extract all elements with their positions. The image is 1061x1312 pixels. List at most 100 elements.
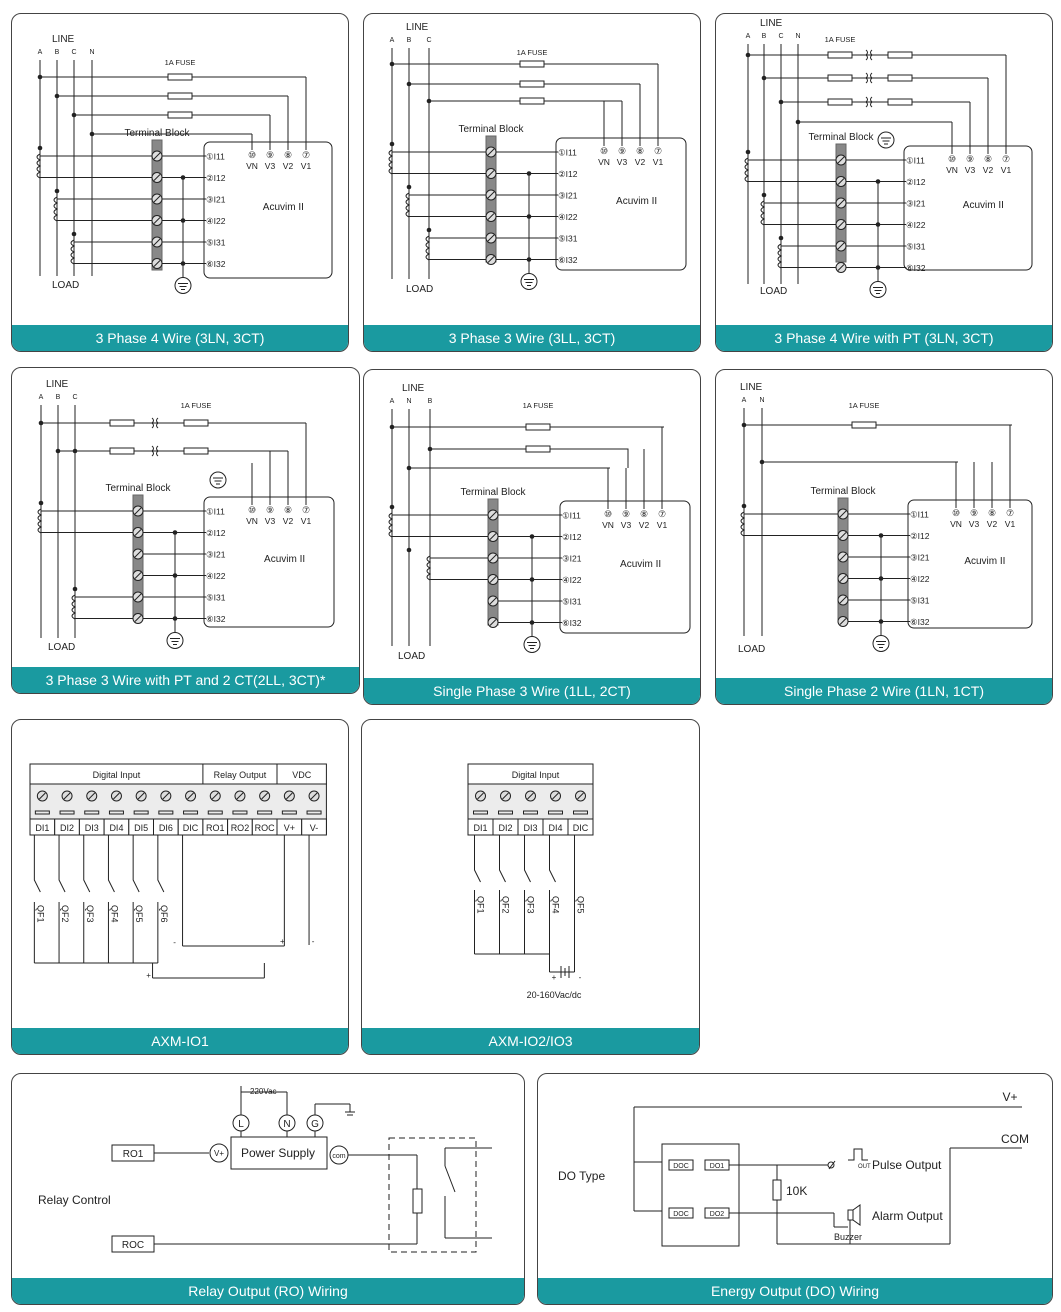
junction-dot	[54, 188, 60, 194]
screw-icon	[153, 238, 161, 246]
pt-icon	[865, 72, 868, 84]
phase-label: A	[746, 33, 751, 40]
screw-icon	[113, 792, 120, 800]
screw-icon	[153, 195, 161, 203]
group-label: Relay Output	[214, 770, 267, 780]
switch-wire	[524, 835, 531, 883]
switch-label: QF6	[159, 905, 169, 923]
load-label: LOAD	[398, 651, 425, 662]
current-terminal-label: ③I21	[206, 195, 226, 205]
voltage-label: V2	[635, 157, 646, 167]
current-terminal-label: ④I22	[206, 571, 226, 581]
current-terminal-label: ②I12	[562, 532, 582, 542]
terminal-slot	[498, 810, 513, 815]
group-label: VDC	[292, 770, 312, 780]
alarm-output-label: Alarm Output	[872, 1209, 943, 1223]
voltage-label: V1	[301, 516, 312, 526]
voltage-label: V1	[301, 161, 312, 171]
voltage-terminal: ⑩	[248, 505, 256, 515]
terminal-block-label: Terminal Block	[808, 132, 874, 143]
ro1-label: RO1	[123, 1149, 144, 1160]
screw-icon	[162, 792, 170, 800]
terminal-G-label: G	[311, 1119, 319, 1130]
meter-name: Acuvim II	[964, 556, 1005, 567]
current-terminal-label: ①I11	[206, 507, 225, 517]
screw-icon	[837, 264, 845, 271]
meter-box	[559, 500, 691, 634]
ct-coil-icon	[777, 243, 783, 269]
voltage-label: V2	[639, 520, 650, 530]
screw-icon	[502, 792, 509, 800]
fuse-icon	[109, 447, 135, 455]
screw-icon	[153, 174, 161, 181]
wire	[828, 1160, 836, 1170]
fuse-icon	[525, 445, 551, 453]
ct-coil-icon	[405, 192, 411, 218]
terminal-block-label: Terminal Block	[810, 486, 876, 497]
fuse-label: 1A FUSE	[849, 401, 880, 410]
ground-icon	[869, 281, 887, 298]
voltage-terminal: ⑧	[284, 505, 292, 515]
phase-label: C	[71, 49, 76, 56]
meter-box	[907, 499, 1033, 629]
switch-wire	[58, 835, 66, 893]
switch-wire	[107, 835, 115, 893]
terminal-slot	[257, 810, 273, 815]
pt-icon	[156, 417, 159, 429]
pt-icon	[151, 417, 154, 429]
switch-label: QF1	[476, 896, 486, 914]
terminal-slot	[133, 810, 149, 815]
current-terminal-label: ②I12	[206, 173, 226, 183]
ct-coil-icon	[36, 153, 42, 179]
screw-icon	[211, 792, 219, 800]
current-terminal-label: ②I12	[906, 177, 926, 187]
fuse-icon	[519, 60, 545, 68]
fuse-icon	[167, 73, 193, 81]
terminal-label: DIC	[573, 823, 589, 833]
pt-icon	[870, 96, 873, 108]
buzzer-icon	[852, 1204, 861, 1226]
screw-icon	[153, 152, 161, 160]
voltage-label: V3	[965, 165, 976, 175]
current-terminal-label: ①I11	[910, 510, 929, 520]
voltage-terminal: ⑧	[636, 146, 644, 156]
current-terminal-label: ④I22	[910, 574, 930, 584]
line-label: LINE	[46, 379, 69, 390]
terminal-slot	[34, 810, 50, 815]
pulse-icon	[848, 1148, 868, 1161]
do-module-box	[661, 1143, 740, 1247]
phase-label: B	[56, 394, 61, 401]
screw-icon	[88, 792, 96, 800]
junction-dot	[180, 218, 186, 223]
phase-label: A	[742, 397, 747, 404]
buzzer-icon	[847, 1209, 854, 1221]
buzzer-label: Buzzer	[834, 1232, 862, 1242]
junction-dot	[741, 503, 747, 509]
terminal-L-label: L	[238, 1119, 244, 1130]
line-label: LINE	[760, 18, 783, 29]
screw-icon	[38, 792, 46, 800]
minus-sign: -	[579, 973, 582, 982]
terminal-label: V-	[310, 823, 319, 833]
current-terminal-label: ①I11	[906, 156, 925, 166]
power-supply-box	[230, 1136, 328, 1170]
terminal-slot	[59, 810, 75, 815]
voltage-terminal: ⑧	[640, 509, 648, 519]
screw-icon	[137, 792, 145, 800]
terminal-block-label: Terminal Block	[460, 487, 526, 498]
terminal-label: DI1	[35, 823, 49, 833]
screw-icon	[839, 575, 847, 582]
panel-caption: Relay Output (RO) Wiring	[12, 1278, 524, 1304]
current-terminal-label: ③I21	[562, 554, 582, 564]
fuse-icon	[827, 98, 853, 106]
meter-box	[203, 141, 333, 279]
current-terminal-label: ④I22	[206, 216, 226, 226]
fuse-icon	[183, 447, 209, 455]
